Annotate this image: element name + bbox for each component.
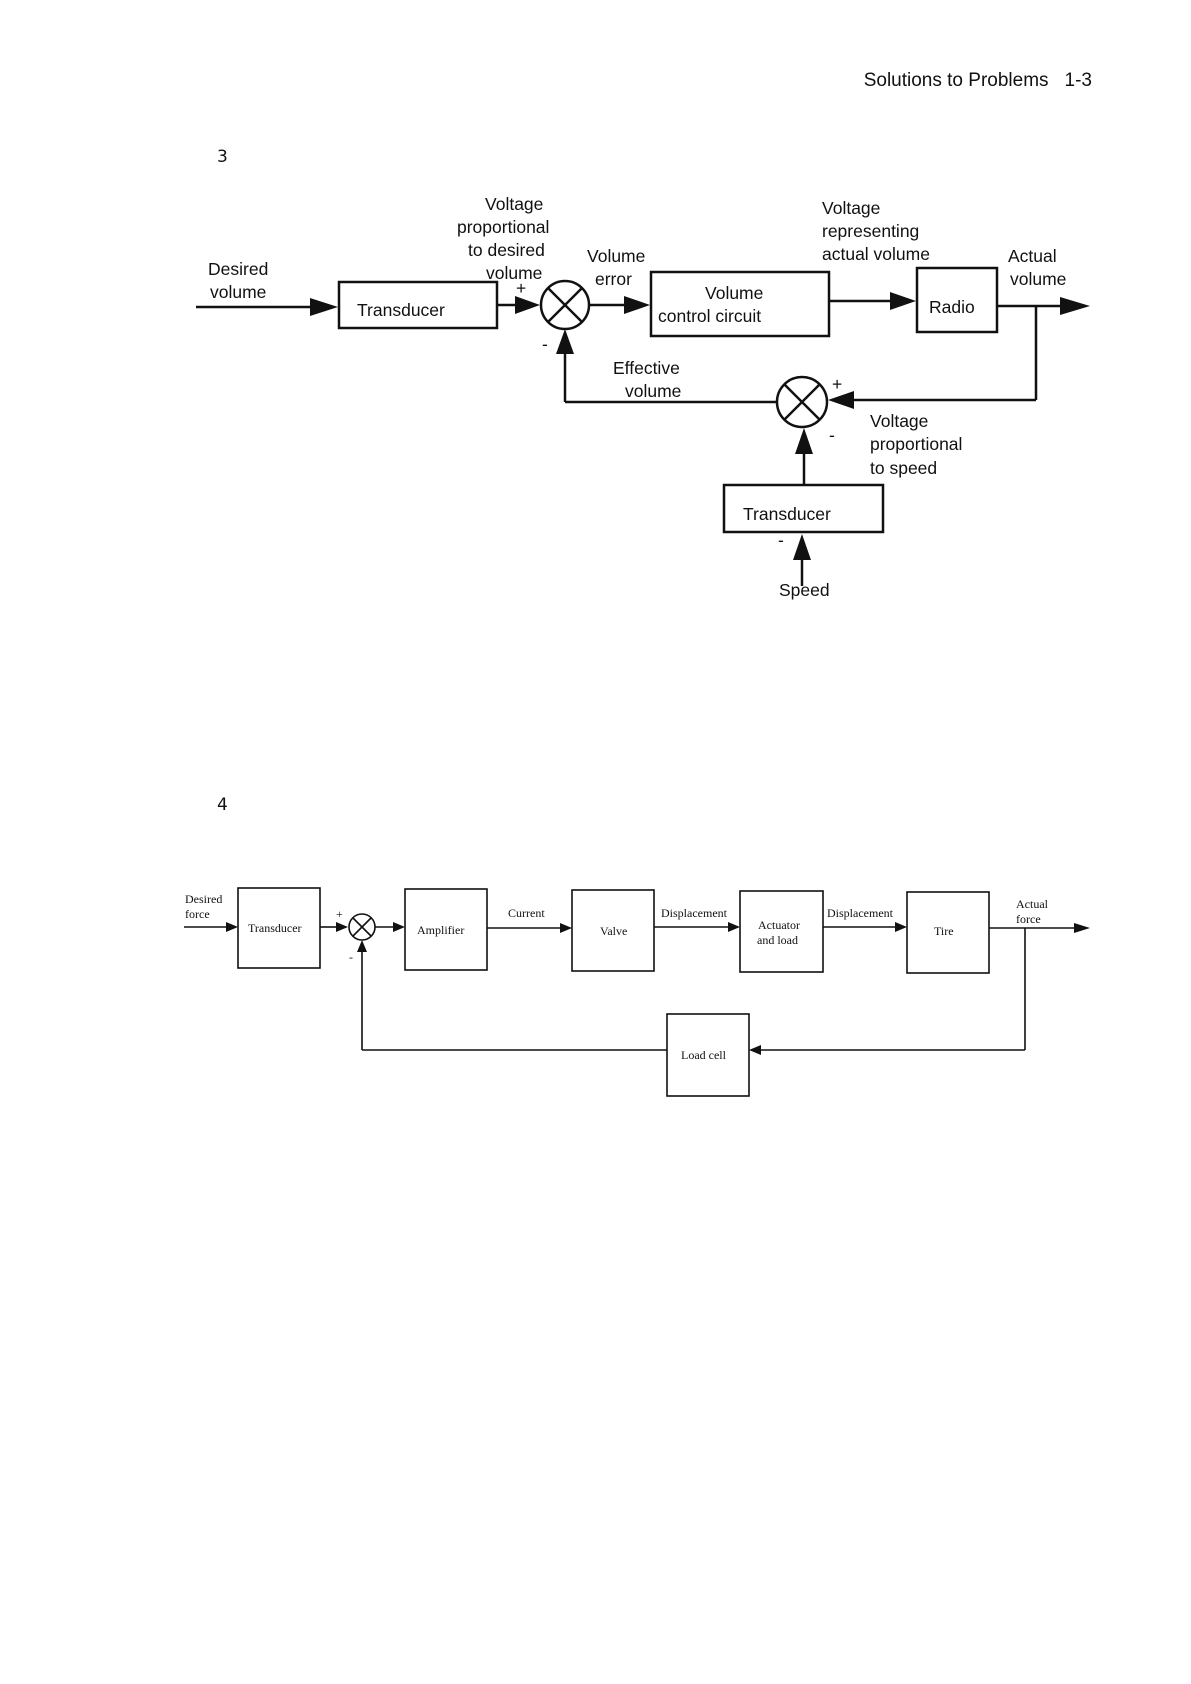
arrow-into-transducer-4: [226, 922, 238, 932]
arrow-into-volume-control: [624, 296, 650, 314]
arrow-actual-volume: [1060, 297, 1090, 315]
volume-control-label-line2: control circuit: [658, 306, 761, 326]
amplifier-block: [404, 888, 488, 971]
arrow-into-amplifier: [393, 922, 405, 932]
label-actual-volume: Actual volume: [1008, 246, 1066, 289]
arrow-effective-volume-up: [556, 329, 574, 354]
label-voltage-speed: Voltage proportional to speed: [870, 411, 967, 478]
summing-junction-cross-2: [547, 287, 583, 323]
summer-minus-sign: -: [542, 334, 548, 354]
transducer-bottom-minus-sign: -: [778, 530, 784, 550]
label-actual-force: Actual force: [1016, 897, 1051, 926]
actuator-label: Actuator and load: [757, 918, 803, 947]
header-page-number: 1-3: [1064, 70, 1092, 91]
amplifier-label: Amplifier: [417, 923, 464, 937]
arrow-into-summer-2-bottom: [795, 428, 813, 454]
actuator-block: [739, 890, 824, 973]
summer-2-plus-sign: +: [832, 374, 842, 394]
arrow-into-actuator: [728, 922, 740, 932]
valve-block: [571, 889, 655, 972]
problem-4-number: 4: [217, 795, 228, 815]
load-cell-label: Load cell: [681, 1048, 727, 1062]
label-desired-force: Desired force: [185, 892, 225, 921]
label-effective-volume: Effective volume: [613, 358, 685, 401]
transducer-4-block: [237, 887, 321, 969]
label-current: Current: [508, 906, 545, 920]
page-header: Solutions to Problems 1-3: [700, 70, 1092, 92]
summer-2-minus-sign: -: [829, 425, 835, 445]
arrow-into-summer-4-bottom: [357, 940, 367, 952]
radio-block: [915, 266, 999, 334]
label-voltage-desired: Voltage proportional to desired volume: [457, 194, 554, 283]
transducer-block-label: Transducer: [357, 300, 445, 320]
arrow-into-tire: [895, 922, 907, 932]
transducer-4-label: Transducer: [248, 921, 302, 935]
arrow-into-load-cell: [749, 1045, 761, 1055]
arrow-into-summer: [515, 296, 540, 314]
header-title: Solutions to Problems: [863, 70, 1049, 91]
transducer-bottom-label: Transducer: [743, 504, 831, 524]
arrow-into-summer-4: [336, 922, 348, 932]
label-desired-volume: Desired volume: [208, 259, 273, 302]
label-voltage-actual: Voltage representing actual volume: [822, 198, 930, 264]
load-cell-block: [666, 1013, 750, 1097]
volume-control-label-line1: Volume: [705, 283, 763, 303]
arrow-into-transducer: [310, 298, 338, 316]
tire-block: [906, 891, 990, 974]
transducer-bottom-block: [722, 483, 885, 534]
label-displacement-2: Displacement: [827, 906, 894, 920]
label-displacement-1: Displacement: [661, 906, 728, 920]
arrow-into-valve: [560, 923, 572, 933]
label-speed: Speed: [779, 580, 830, 600]
tire-label: Tire: [934, 924, 954, 938]
arrow-actual-force: [1074, 923, 1090, 933]
problem-4-diagram: Transducer + - Amplifier Current Valve D…: [184, 887, 1090, 1097]
label-volume-error: Volume error: [587, 246, 650, 289]
summer-plus-sign: +: [516, 278, 526, 298]
problem-3-number: 3: [217, 147, 228, 167]
problem-3-diagram: Transducer + - Volume control circuit Ra…: [196, 194, 1090, 600]
arrow-speed-up: [793, 534, 811, 560]
arrow-into-radio: [890, 292, 916, 310]
summer-4-plus-sign: +: [336, 907, 343, 921]
radio-block-label: Radio: [929, 297, 975, 317]
summer-4-minus-sign: -: [349, 950, 353, 964]
arrow-into-summer-2: [828, 391, 854, 409]
summing-junction-2-cross-2: [783, 383, 821, 421]
summing-junction-4-cross-2: [352, 917, 372, 937]
volume-control-block: [649, 270, 831, 338]
valve-label: Valve: [600, 924, 627, 938]
